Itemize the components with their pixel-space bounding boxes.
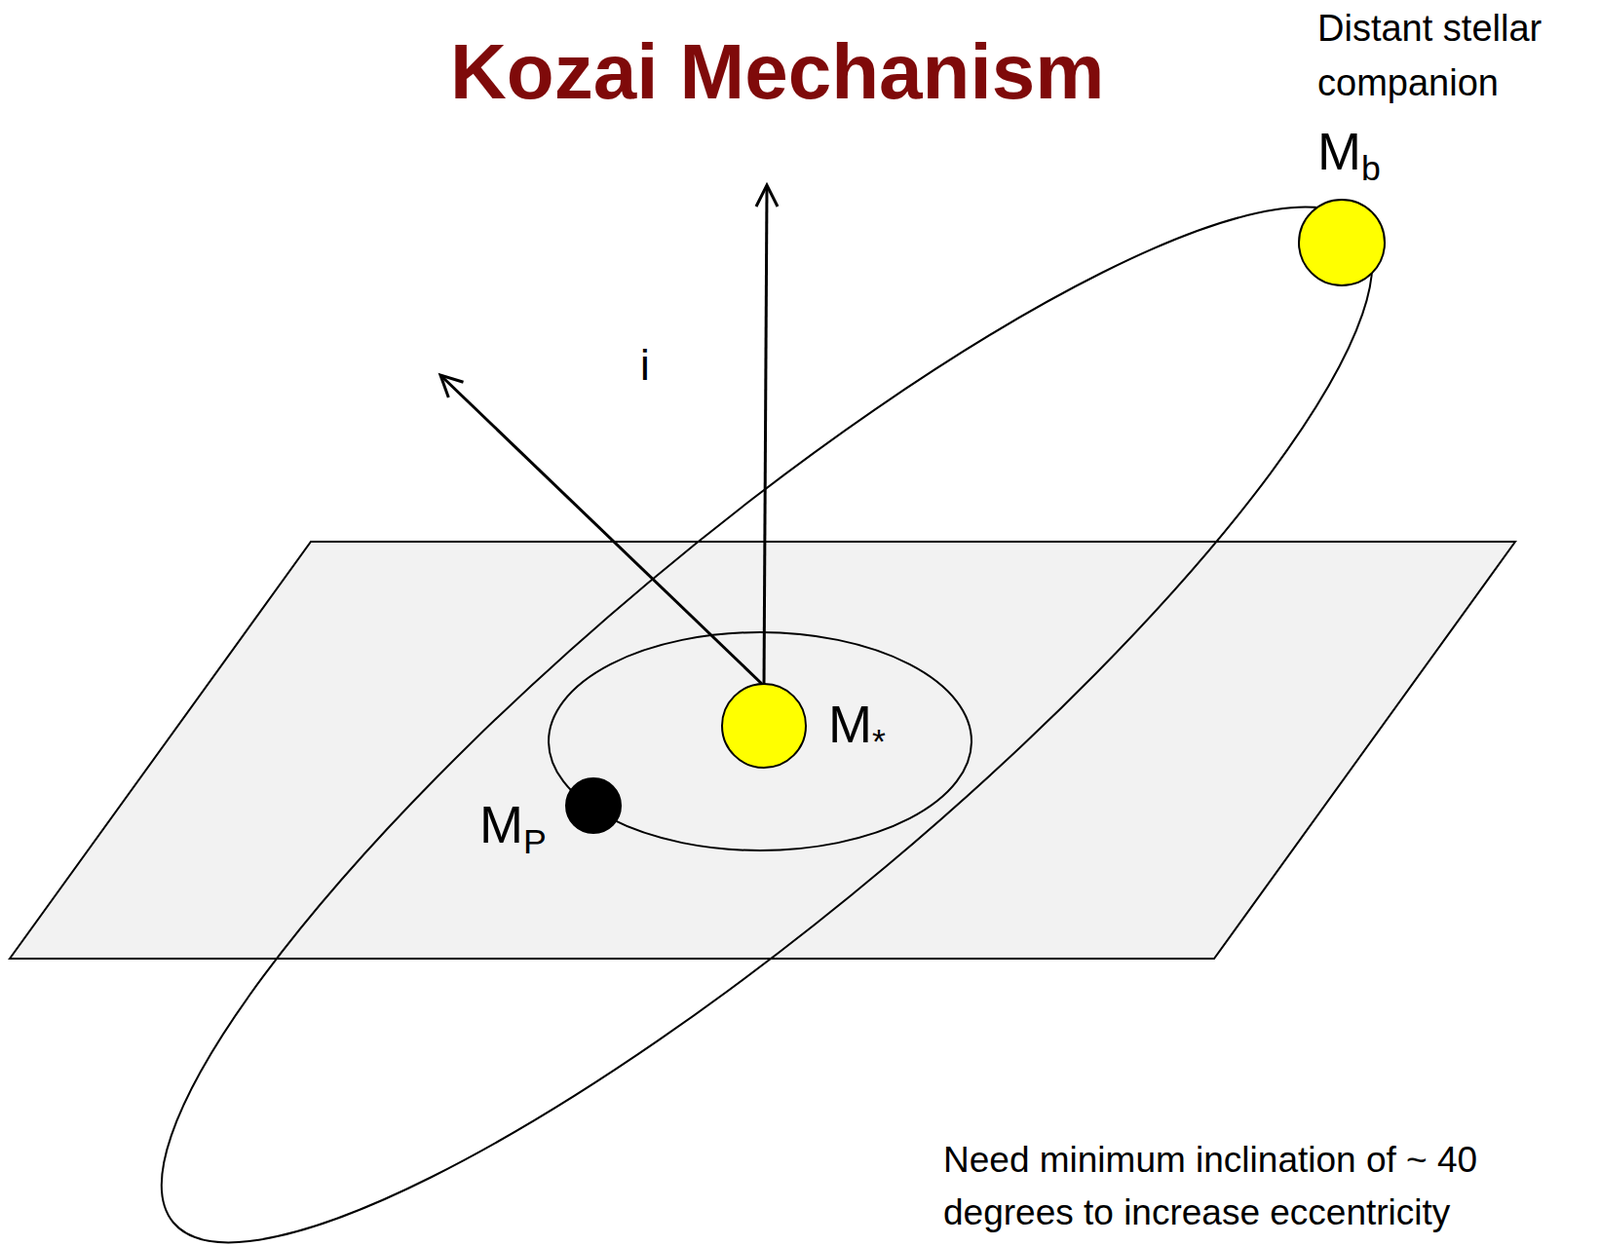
arrow-head (756, 185, 778, 207)
symbol-main: M (1317, 121, 1362, 181)
mass-label: Mb (1317, 124, 1381, 185)
note-text: Need minimum inclination of ~ 40 degrees… (943, 1134, 1548, 1240)
planet: MP (565, 777, 622, 835)
symbol-subscript: P (523, 822, 547, 862)
diagram-title: Kozai Mechanism (450, 33, 1105, 112)
symbol-subscript: * (872, 722, 886, 762)
symbol-main: M (828, 694, 873, 754)
normal-vector (763, 187, 767, 686)
companion-orbit (54, 84, 1480, 1246)
host-star: M* (721, 683, 807, 769)
inclined-vector (442, 377, 764, 686)
reference-plane (9, 541, 1516, 959)
symbol-subscript: b (1361, 149, 1381, 189)
arrow-head (440, 375, 464, 398)
companion-caption: Distant stellar companion (1317, 0, 1573, 111)
symbol-main: M (479, 795, 524, 854)
inclination-symbol: i (640, 341, 650, 390)
planet-orbit (548, 632, 972, 851)
companion-star: Distant stellar companionMb (1297, 198, 1386, 287)
mass-label: M* (828, 697, 886, 758)
mass-label: MP (479, 798, 547, 858)
